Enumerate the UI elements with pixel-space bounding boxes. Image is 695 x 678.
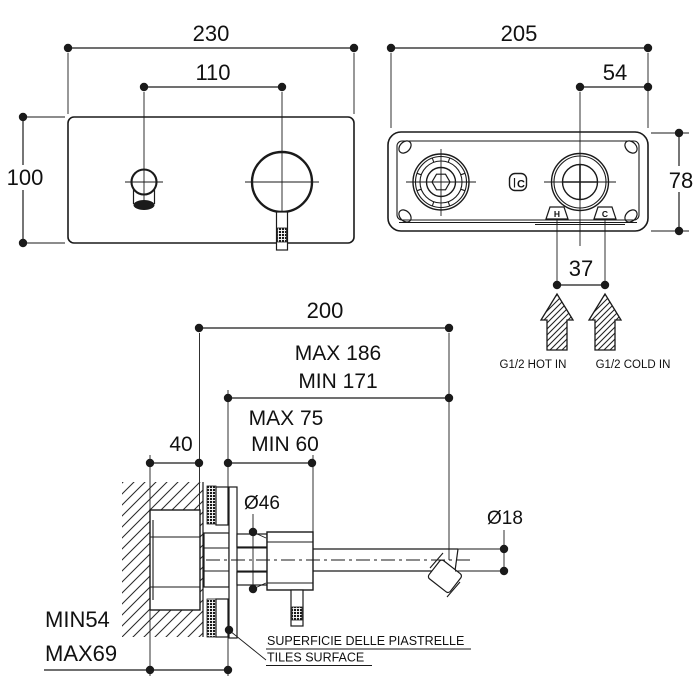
threaded-fasteners — [203, 485, 230, 638]
cold-marker: C — [602, 209, 608, 219]
mounting-holes — [398, 140, 638, 223]
brand-logo: C — [508, 172, 528, 192]
spout-section — [206, 531, 472, 598]
spout-connection — [406, 149, 476, 216]
dim-box-width: 205 — [501, 21, 538, 46]
dim-plate-height: 100 — [7, 165, 44, 190]
dim-wall-thickness: 40 — [169, 433, 192, 456]
handle-front — [250, 150, 314, 251]
dim-plate-width: 230 — [193, 21, 230, 46]
hot-inlet-label: G1/2 HOT IN — [500, 359, 567, 371]
hot-port-tab — [545, 206, 569, 220]
dim-body-min: MIN 60 — [251, 433, 319, 456]
dim-hole-spacing: 110 — [195, 60, 230, 85]
hot-inlet-arrow — [539, 292, 575, 351]
mixer-valve: H C — [535, 92, 625, 246]
cold-inlet-arrow — [587, 292, 623, 351]
aerator-tip — [427, 559, 463, 594]
hot-marker: H — [554, 209, 560, 219]
tiles-surface-callout: SUPERFICIE DELLE PIASTRELLE TILES SURFAC… — [224, 625, 471, 667]
spout-outlet — [133, 200, 155, 210]
rough-in-box-view: 205 54 — [386, 21, 695, 371]
tiles-surface-label-it: SUPERFICIE DELLE PIASTRELLE — [267, 634, 464, 648]
brand-logo-letter: C — [517, 179, 525, 191]
side-view: 200 MAX 186 MIN 171 MAX 75 MIN 60 40 — [44, 298, 523, 676]
dim-flange-diameter: Ø46 — [244, 493, 280, 514]
cold-port-tab — [593, 206, 617, 220]
cold-inlet-label: G1/2 COLD IN — [596, 359, 671, 371]
dim-body-max: MAX 75 — [249, 407, 324, 430]
dim-depth-min: MIN54 — [45, 607, 110, 632]
hex-socket — [431, 173, 451, 191]
dim-inlet-spacing: 37 — [569, 256, 593, 281]
in-wall-valve-body — [149, 509, 201, 611]
dim-reach-max: MAX 186 — [295, 342, 381, 365]
dim-spout-diameter: Ø18 — [487, 508, 523, 529]
spout-lever — [290, 589, 304, 627]
spout-flange-bottom — [236, 571, 268, 586]
front-view: 230 110 100 — [3, 21, 359, 251]
spout-front — [130, 168, 158, 210]
dim-reach: 200 — [307, 298, 344, 323]
cover-plate-section — [228, 486, 238, 639]
dim-box-height: 78 — [669, 168, 693, 193]
dim-reach-min: MIN 171 — [298, 370, 377, 393]
tiles-surface-label-en: TILES SURFACE — [267, 651, 364, 665]
dim-valve-offset: 54 — [603, 60, 627, 85]
dim-depth-max: MAX69 — [45, 641, 117, 666]
